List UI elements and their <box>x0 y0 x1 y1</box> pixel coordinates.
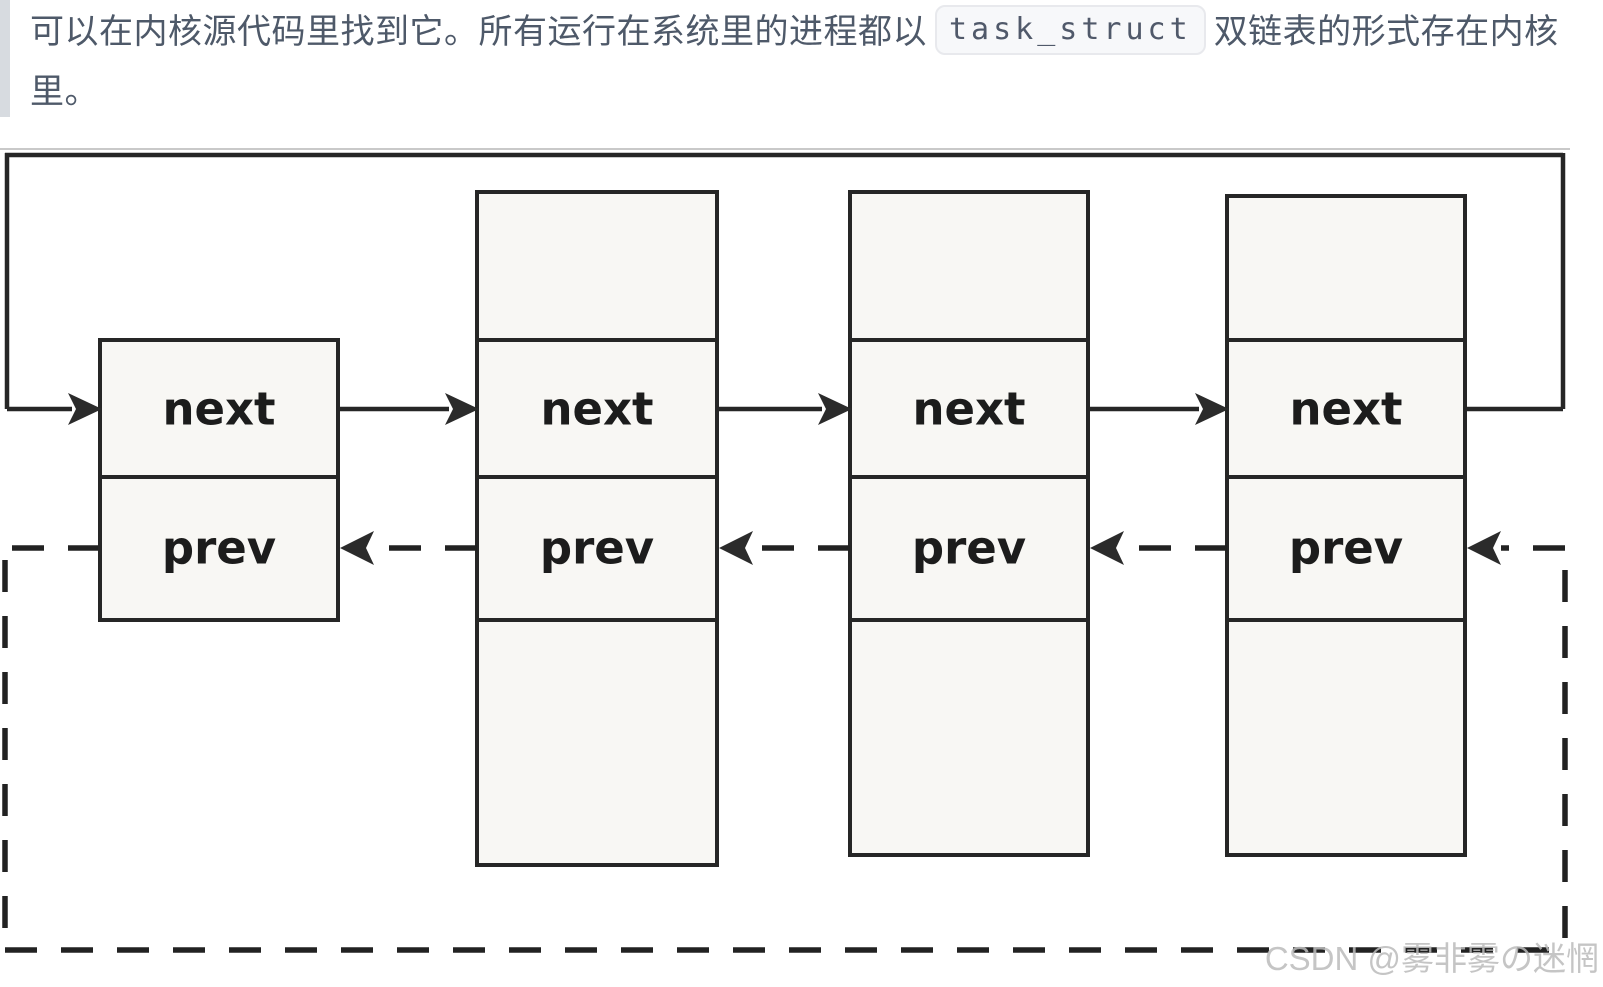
prev-arrow-node2-node1-head <box>340 531 374 565</box>
node-3-top-cell <box>848 190 1090 342</box>
quote-text-after-code: 双链表的形式存在内核 <box>1213 13 1559 51</box>
watermark: CSDN @雾非雾の迷惘 <box>1265 940 1599 977</box>
quote-text-before-code: 可以在内核源代码里找到它。所有运行在系统里的进程都以 <box>30 13 927 51</box>
node-4-top-cell <box>1225 194 1467 342</box>
prev-wraparound-path <box>2 545 1568 953</box>
linked-list-svg: next prev next prev next prev next prev <box>0 148 1599 977</box>
node-2: next prev <box>475 190 719 867</box>
node-1-next-label: next <box>162 383 275 436</box>
node-3-prev-cell <box>848 475 1090 622</box>
node-4: next prev <box>1225 194 1467 857</box>
node-3: next prev <box>848 190 1090 857</box>
prev-arrow-wrap-to-node4-head <box>1467 531 1501 565</box>
node-4-bottom-cell <box>1225 618 1467 857</box>
node-2-top-cell <box>475 190 719 342</box>
node-1-next-cell <box>98 338 340 479</box>
node-1-prev-cell <box>98 475 340 622</box>
node-1: next prev <box>98 338 340 622</box>
node-2-prev-label: prev <box>540 522 654 575</box>
inline-code-task-struct: task_struct <box>935 5 1206 55</box>
next-arrow-node3-node4-head <box>1195 393 1229 425</box>
node-4-prev-label: prev <box>1289 522 1403 575</box>
next-wraparound-path <box>0 148 1570 412</box>
prev-arrows <box>340 531 1565 565</box>
prev-arrow-node4-node3-head <box>1090 531 1124 565</box>
node-2-next-label: next <box>540 383 653 436</box>
node-1-prev-label: prev <box>162 522 276 575</box>
node-3-prev-label: prev <box>912 522 1026 575</box>
next-arrow-node1-node2-head <box>445 393 479 425</box>
node-3-next-label: next <box>912 383 1025 436</box>
linked-list-diagram: next prev next prev next prev next prev <box>0 130 1603 987</box>
prev-arrow-node3-node2-head <box>719 531 753 565</box>
blockquote-border <box>0 0 10 117</box>
node-2-bottom-cell <box>475 618 719 867</box>
next-arrow-wrap-to-node1-head <box>68 393 102 425</box>
node-4-next-label: next <box>1289 383 1402 436</box>
node-3-bottom-cell <box>848 618 1090 857</box>
quote-line-2: 里。 <box>30 73 99 111</box>
next-arrows <box>7 393 1229 425</box>
next-arrow-node2-node3-head <box>818 393 852 425</box>
